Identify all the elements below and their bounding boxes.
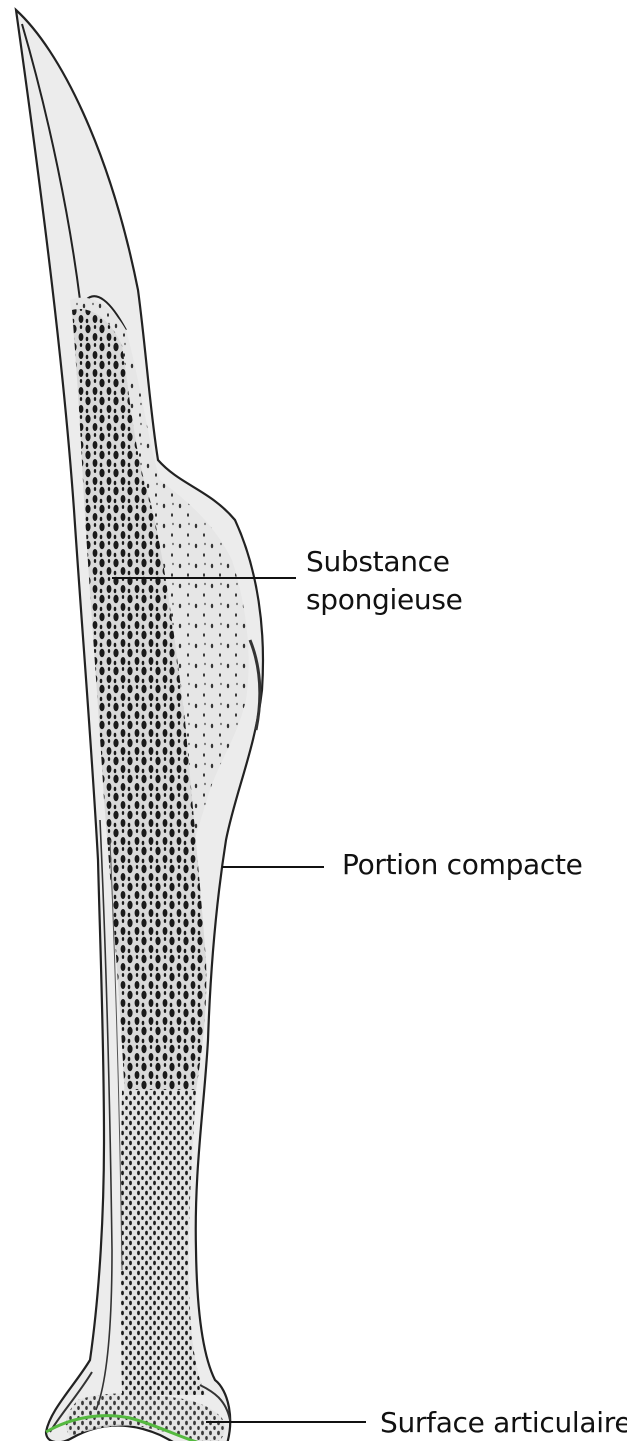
label-portion-compacte: Portion compacte — [342, 846, 583, 884]
label-spongy-line2: spongieuse — [306, 581, 463, 619]
label-spongy-line1: Substance — [306, 543, 463, 581]
label-surface-articulaire: Surface articulaire — [380, 1404, 627, 1442]
label-substance-spongieuse: Substance spongieuse — [306, 543, 463, 619]
